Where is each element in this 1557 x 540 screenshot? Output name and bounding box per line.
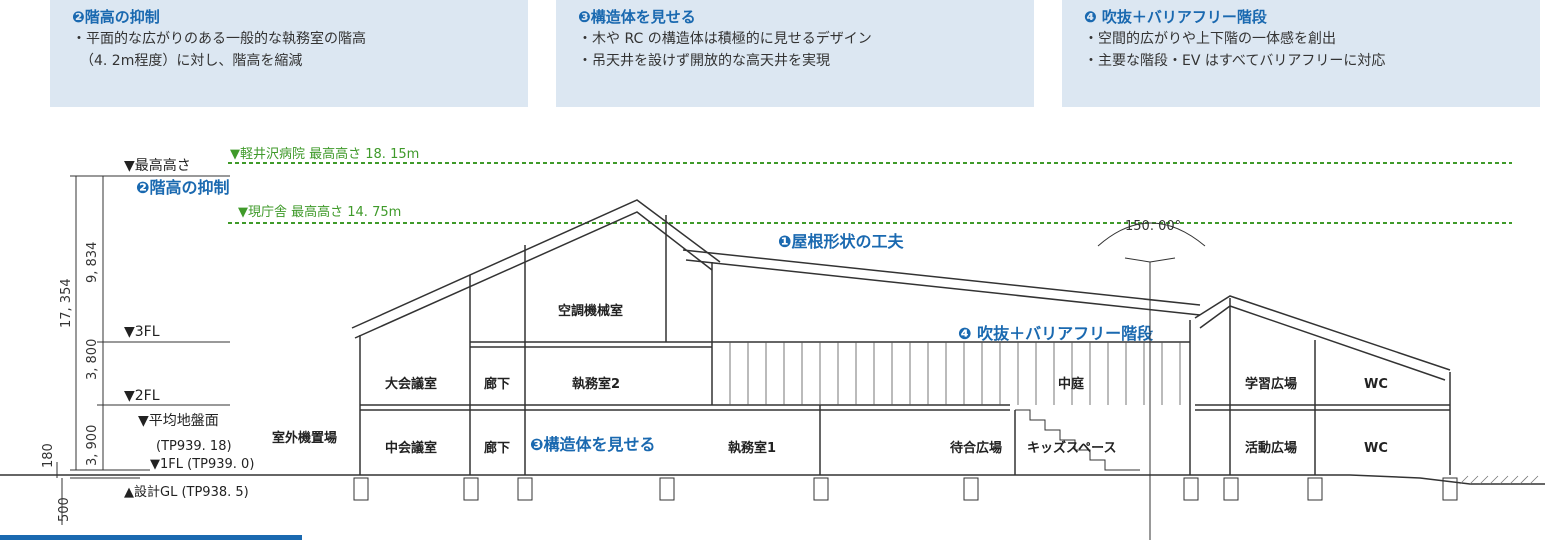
room-ac: 空調機械室: [558, 303, 623, 319]
atrium-screen: [729, 342, 1181, 405]
box-line: ・木や RC の構造体は積極的に見せるデザイン: [578, 31, 872, 47]
ground-line: [0, 474, 1545, 485]
bottom-accent-bar: [0, 535, 302, 540]
box-line: ・空間的広がりや上下階の一体感を創出: [1084, 31, 1336, 47]
info-box-atrium: ❹ 吹抜＋バリアフリー階段 ・空間的広がりや上下階の一体感を創出 ・主要な階段・…: [1062, 0, 1540, 107]
angle-label: 150. 00°: [1125, 219, 1181, 234]
dimension-lines: [56, 175, 230, 525]
box-line: ・平面的な広がりのある一般的な執務室の階高: [72, 31, 366, 47]
room-assembly-mid: 中会議室: [385, 440, 437, 456]
room-office2: 執務室2: [572, 376, 620, 392]
room-waiting: 待合広場: [949, 440, 1002, 456]
level-1fl: ▼1FL (TP939. 0): [150, 457, 254, 472]
hospital-height-label: ▼軽井沢病院 最高高さ 18. 15m: [230, 146, 419, 162]
room-assembly-large: 大会議室: [385, 376, 437, 392]
callout-roof: ❶屋根形状の工夫: [778, 232, 905, 251]
dim-3800: 3, 800: [85, 339, 100, 380]
callout-floor-height: ❷階高の抑制: [136, 178, 230, 197]
ground-hatch: [1459, 475, 1539, 485]
room-office1: 執務室1: [728, 440, 776, 456]
room-wc-1f: WC: [1364, 441, 1388, 456]
current-hall-height-label: ▼現庁舎 最高高さ 14. 75m: [238, 204, 401, 220]
room-learning: 学習広場: [1245, 376, 1297, 392]
box-line: ・主要な階段・EV はすべてバリアフリーに対応: [1084, 53, 1386, 69]
box-title: ❷階高の抑制: [72, 8, 160, 26]
dim-total: 17, 354: [59, 278, 74, 328]
callout-structure: ❸構造体を見せる: [530, 435, 656, 454]
room-wc-2f: WC: [1364, 377, 1388, 392]
level-max-height: ▼最高高さ: [124, 157, 191, 174]
box-title: ❹ 吹抜＋バリアフリー階段: [1084, 8, 1267, 26]
info-box-structure: ❸構造体を見せる ・木や RC の構造体は積極的に見せるデザイン ・吊天井を設け…: [556, 0, 1034, 107]
stair: [1015, 409, 1140, 471]
room-corridor-1f: 廊下: [484, 440, 510, 456]
info-box-floor-height: ❷階高の抑制 ・平面的な広がりのある一般的な執務室の階高 （4. 2m程度）に対…: [50, 0, 528, 107]
room-outdoor-units: 室外機置場: [272, 430, 337, 446]
building-section: [351, 199, 1451, 475]
level-design-gl: ▲設計GL (TP938. 5): [124, 484, 249, 500]
box-title: ❸構造体を見せる: [578, 8, 696, 26]
dim-9834: 9, 834: [85, 242, 100, 283]
box-line: （4. 2m程度）に対し、階高を縮減: [80, 53, 303, 69]
angle-arc: [1097, 222, 1206, 247]
room-activity: 活動広場: [1245, 440, 1297, 456]
dim-3900: 3, 900: [85, 425, 100, 466]
box-line: ・吊天井を設けず開放的な高天井を実現: [578, 53, 830, 69]
foundations: [353, 477, 1458, 501]
level-2fl: ▼2FL: [124, 388, 160, 404]
level-3fl: ▼3FL: [124, 324, 160, 340]
room-kids: キッズスペース: [1027, 440, 1116, 456]
callout-atrium: ❹ 吹抜＋バリアフリー階段: [958, 324, 1154, 343]
level-avg-ground-tp: (TP939. 18): [156, 439, 232, 454]
dim-500: 500: [57, 497, 72, 522]
level-avg-ground: ▼平均地盤面: [138, 413, 219, 429]
room-corridor-2f: 廊下: [484, 376, 510, 392]
dim-180: 180: [41, 443, 56, 468]
room-courtyard: 中庭: [1058, 376, 1085, 392]
